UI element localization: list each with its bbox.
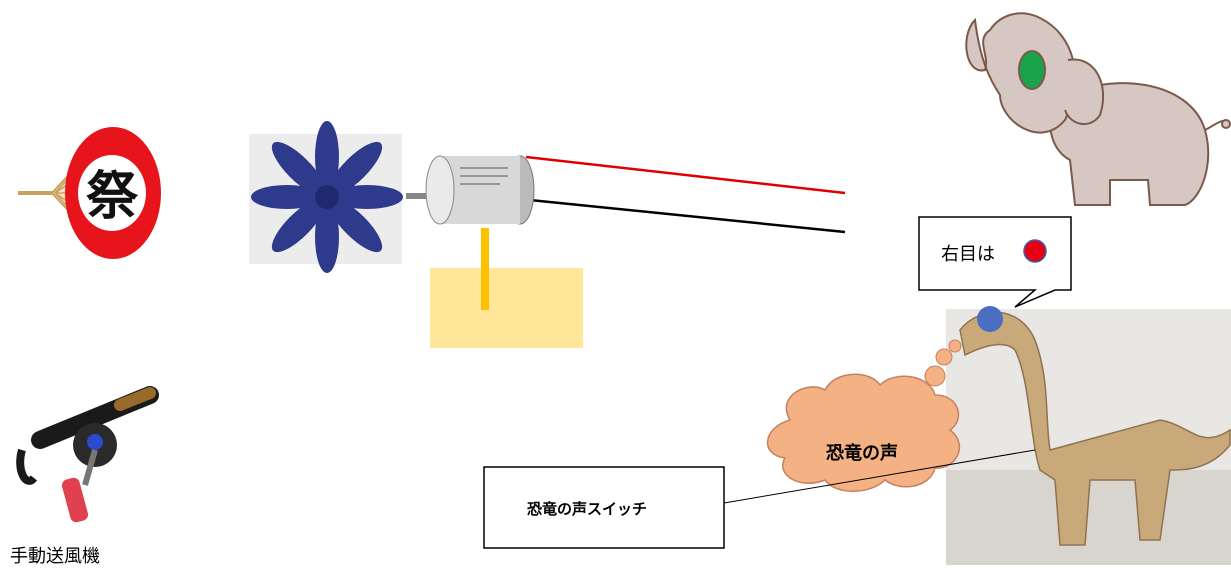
dino-voice-text: 恐竜の声 (826, 443, 898, 464)
red-eye-dot (1023, 239, 1047, 263)
red-wire (525, 155, 846, 195)
manual-fan-caption: 手動送風機 (10, 546, 100, 567)
uchiwa-fan-icon: 祭 (18, 127, 161, 259)
elephant-illustration (965, 12, 1231, 206)
switch-leader-line (723, 449, 1036, 504)
yellow-mount-box (430, 268, 583, 348)
yellow-stick (481, 228, 489, 310)
cardboard-dinosaur-photo (946, 306, 1231, 565)
dino-voice-switch-label: 恐竜の声スイッチ (527, 500, 648, 518)
propeller-icon (249, 121, 403, 273)
dino-voice-cloud (766, 373, 961, 492)
thought-bubbles (924, 339, 962, 387)
uchiwa-glyph: 祭 (86, 167, 139, 227)
switch-label-box (483, 466, 725, 549)
dc-motor-icon (406, 155, 535, 225)
black-wire (519, 197, 846, 234)
eye-callout-text: 右目は (941, 244, 995, 265)
hand-crank-blower-icon (16, 386, 159, 523)
